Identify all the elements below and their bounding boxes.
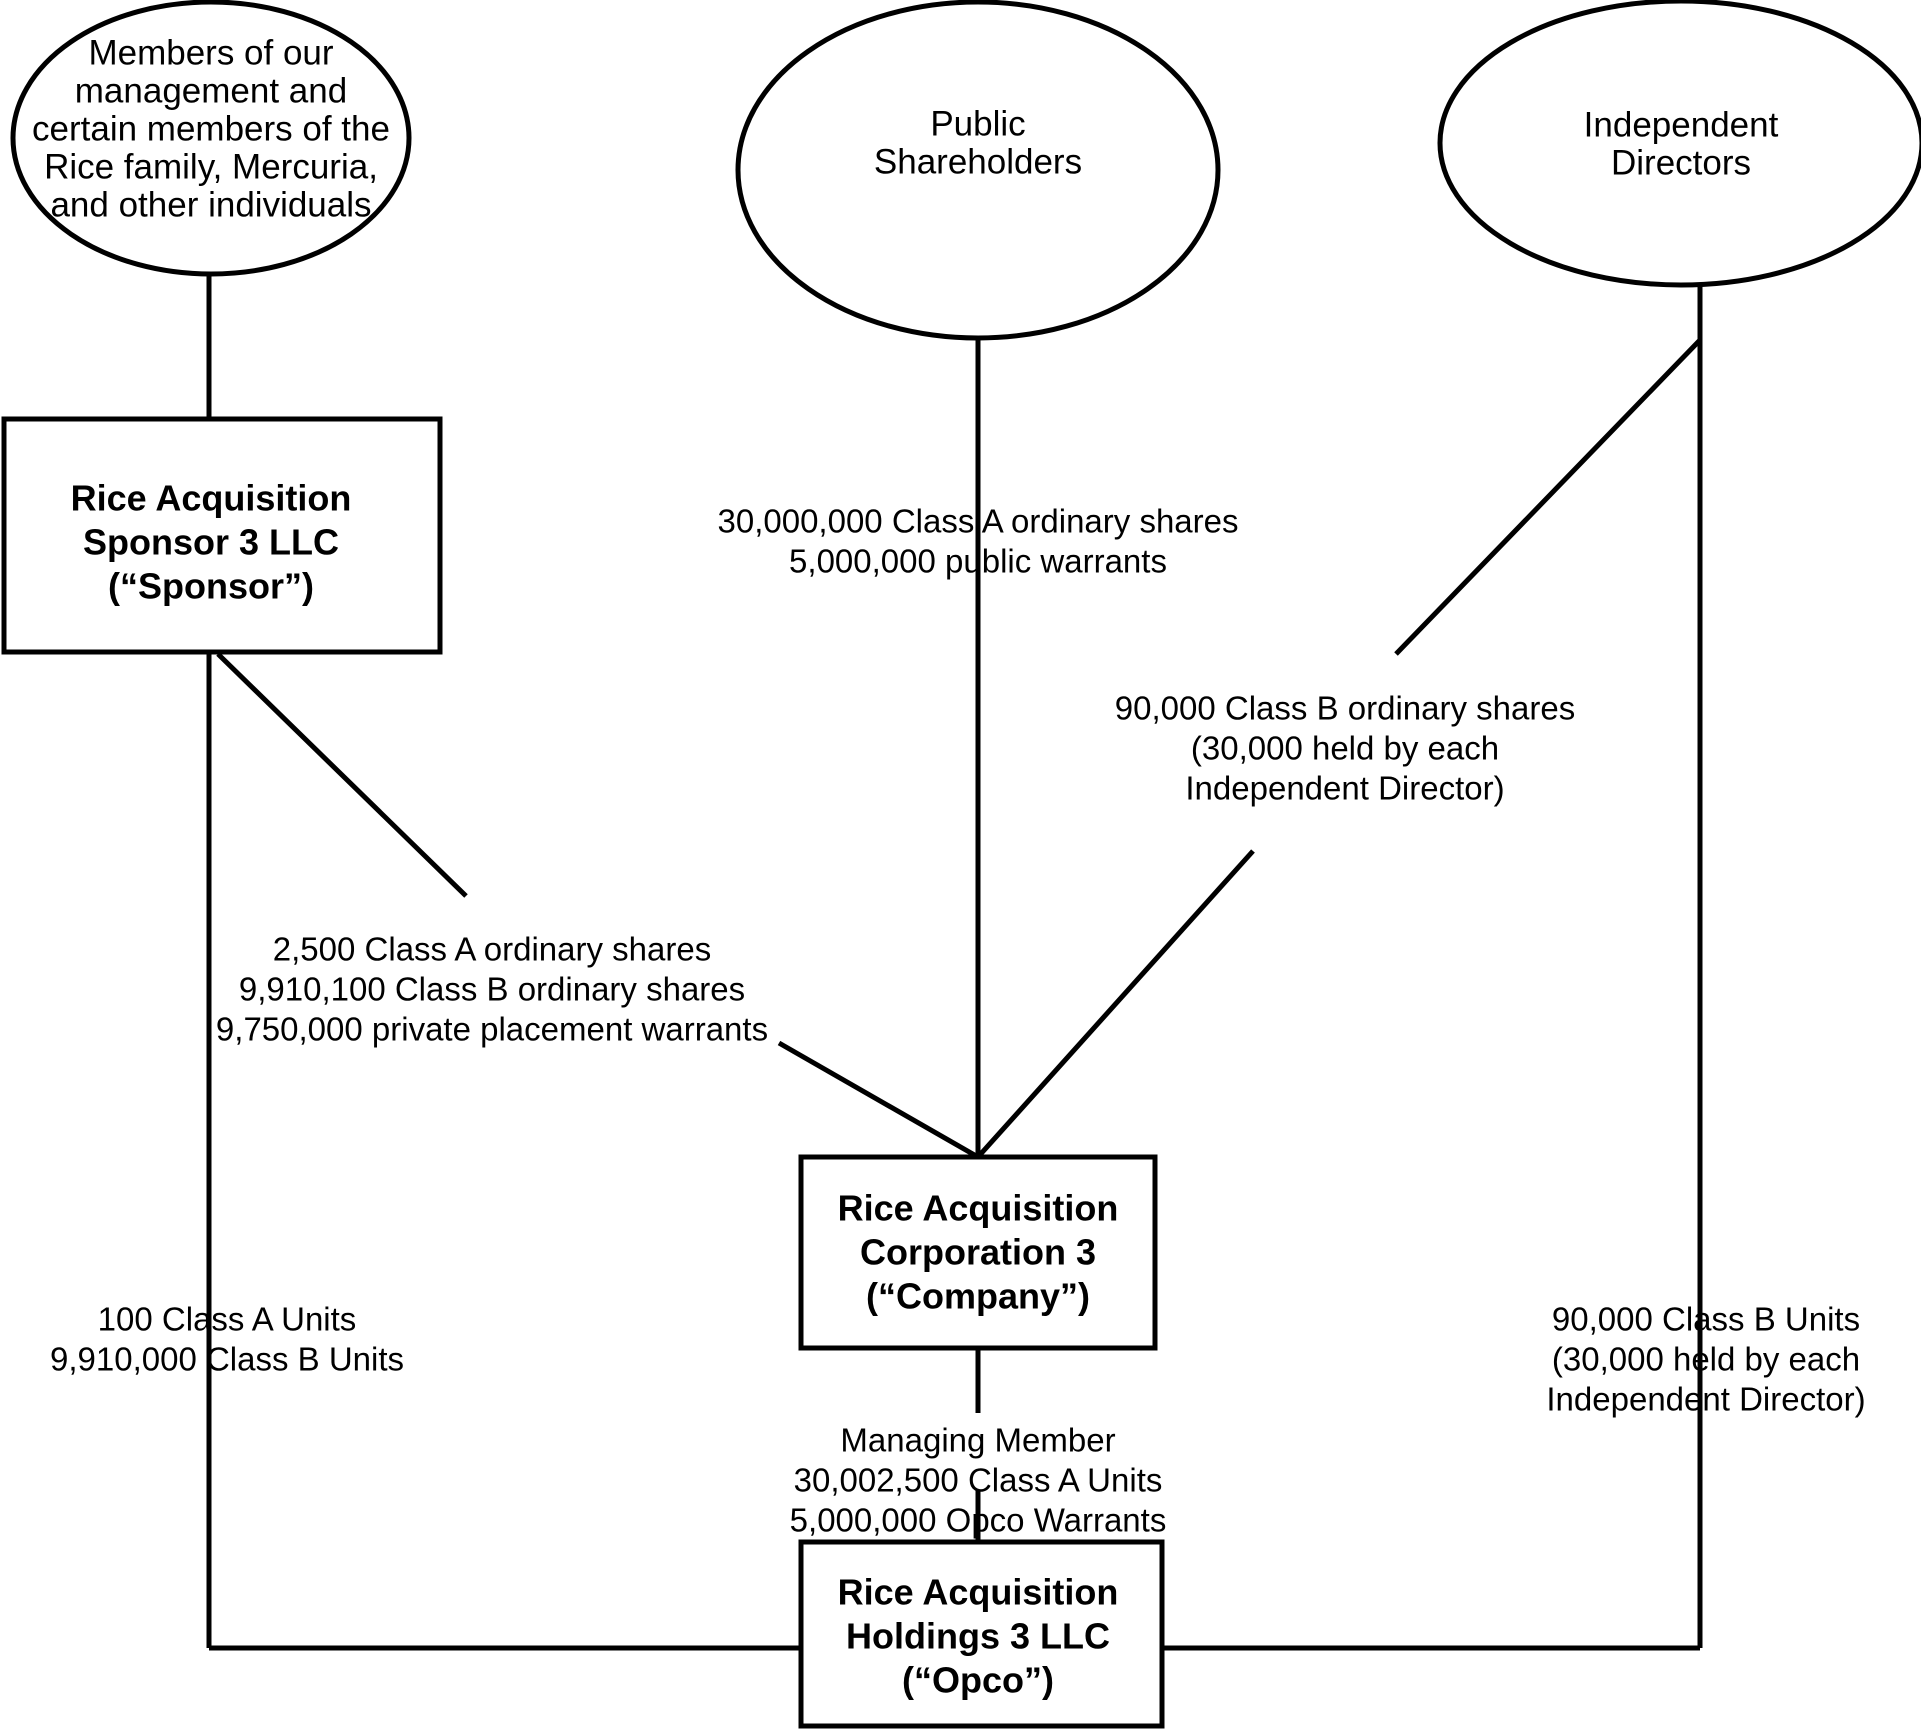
edge-label-public-to-company-line-1: 30,000,000 Class A ordinary shares (718, 503, 1239, 540)
node-independent-directors-line-2: Directors (1611, 143, 1751, 182)
node-management-line-5: and other individuals (50, 185, 371, 224)
node-sponsor-line-3: (“Sponsor”) (108, 566, 314, 607)
node-opco-line-2: Holdings 3 LLC (846, 1616, 1110, 1657)
node-company-line-2: Corporation 3 (860, 1232, 1096, 1273)
node-independent-directors-ellipse (1437, 0, 1921, 288)
edge-label-directors-to-opco-line-2: (30,000 held by each (1552, 1341, 1860, 1378)
node-company-line-1: Rice Acquisition (838, 1188, 1119, 1229)
connector-directors-diagonal-lower (976, 849, 1255, 1159)
node-sponsor-box (1, 416, 443, 655)
edge-label-directors-to-company-line-2: (30,000 held by each (1191, 730, 1499, 767)
node-sponsor-line-2: Sponsor 3 LLC (83, 522, 339, 563)
node-company-line-3: (“Company”) (866, 1276, 1090, 1317)
edge-label-sponsor-to-company-line-3: 9,750,000 private placement warrants (216, 1011, 768, 1048)
connector-directors-diagonal-upper (1394, 338, 1702, 656)
edge-label-directors-to-opco-line-1: 90,000 Class B Units (1552, 1301, 1860, 1338)
connector-sponsor-diagonal-lower (777, 1040, 980, 1160)
edge-label-public-to-company-line-2: 5,000,000 public warrants (789, 543, 1167, 580)
node-management-line-1: Members of our (88, 33, 333, 72)
node-public-shareholders-ellipse (735, 0, 1221, 341)
node-public-shareholders-line-1: Public (930, 104, 1025, 143)
edge-label-sponsor-to-company-line-1: 2,500 Class A ordinary shares (273, 931, 711, 968)
node-opco-line-1: Rice Acquisition (838, 1572, 1119, 1613)
node-opco-box (798, 1539, 1165, 1729)
edge-label-sponsor-to-opco-line-1: 100 Class A Units (98, 1301, 357, 1338)
edge-label-company-to-opco-line-2: 30,002,500 Class A Units (794, 1462, 1163, 1499)
connector-sponsor-diagonal-upper (216, 652, 468, 898)
edge-label-company-to-opco-line-1: Managing Member (840, 1422, 1115, 1459)
edge-label-directors-to-company-line-3: Independent Director) (1185, 770, 1504, 807)
node-management-line-4: Rice family, Mercuria, (44, 147, 378, 186)
node-independent-directors-line-1: Independent (1584, 105, 1779, 144)
node-company-box (798, 1154, 1158, 1351)
node-public-shareholders-line-2: Shareholders (874, 142, 1082, 181)
edge-label-directors-to-opco-line-3: Independent Director) (1546, 1381, 1865, 1418)
edge-label-directors-to-company-line-1: 90,000 Class B ordinary shares (1115, 690, 1575, 727)
node-sponsor-line-1: Rice Acquisition (71, 478, 352, 519)
node-management-line-3: certain members of the (32, 109, 390, 148)
node-management-line-2: management and (75, 71, 347, 110)
edge-label-sponsor-to-company-line-2: 9,910,100 Class B ordinary shares (239, 971, 745, 1008)
node-opco-line-3: (“Opco”) (902, 1660, 1054, 1701)
node-management-members-ellipse (10, 0, 412, 277)
edge-label-sponsor-to-opco-line-2: 9,910,000 Class B Units (50, 1341, 404, 1378)
edge-label-company-to-opco-line-3: 5,000,000 Opco Warrants (790, 1502, 1167, 1539)
